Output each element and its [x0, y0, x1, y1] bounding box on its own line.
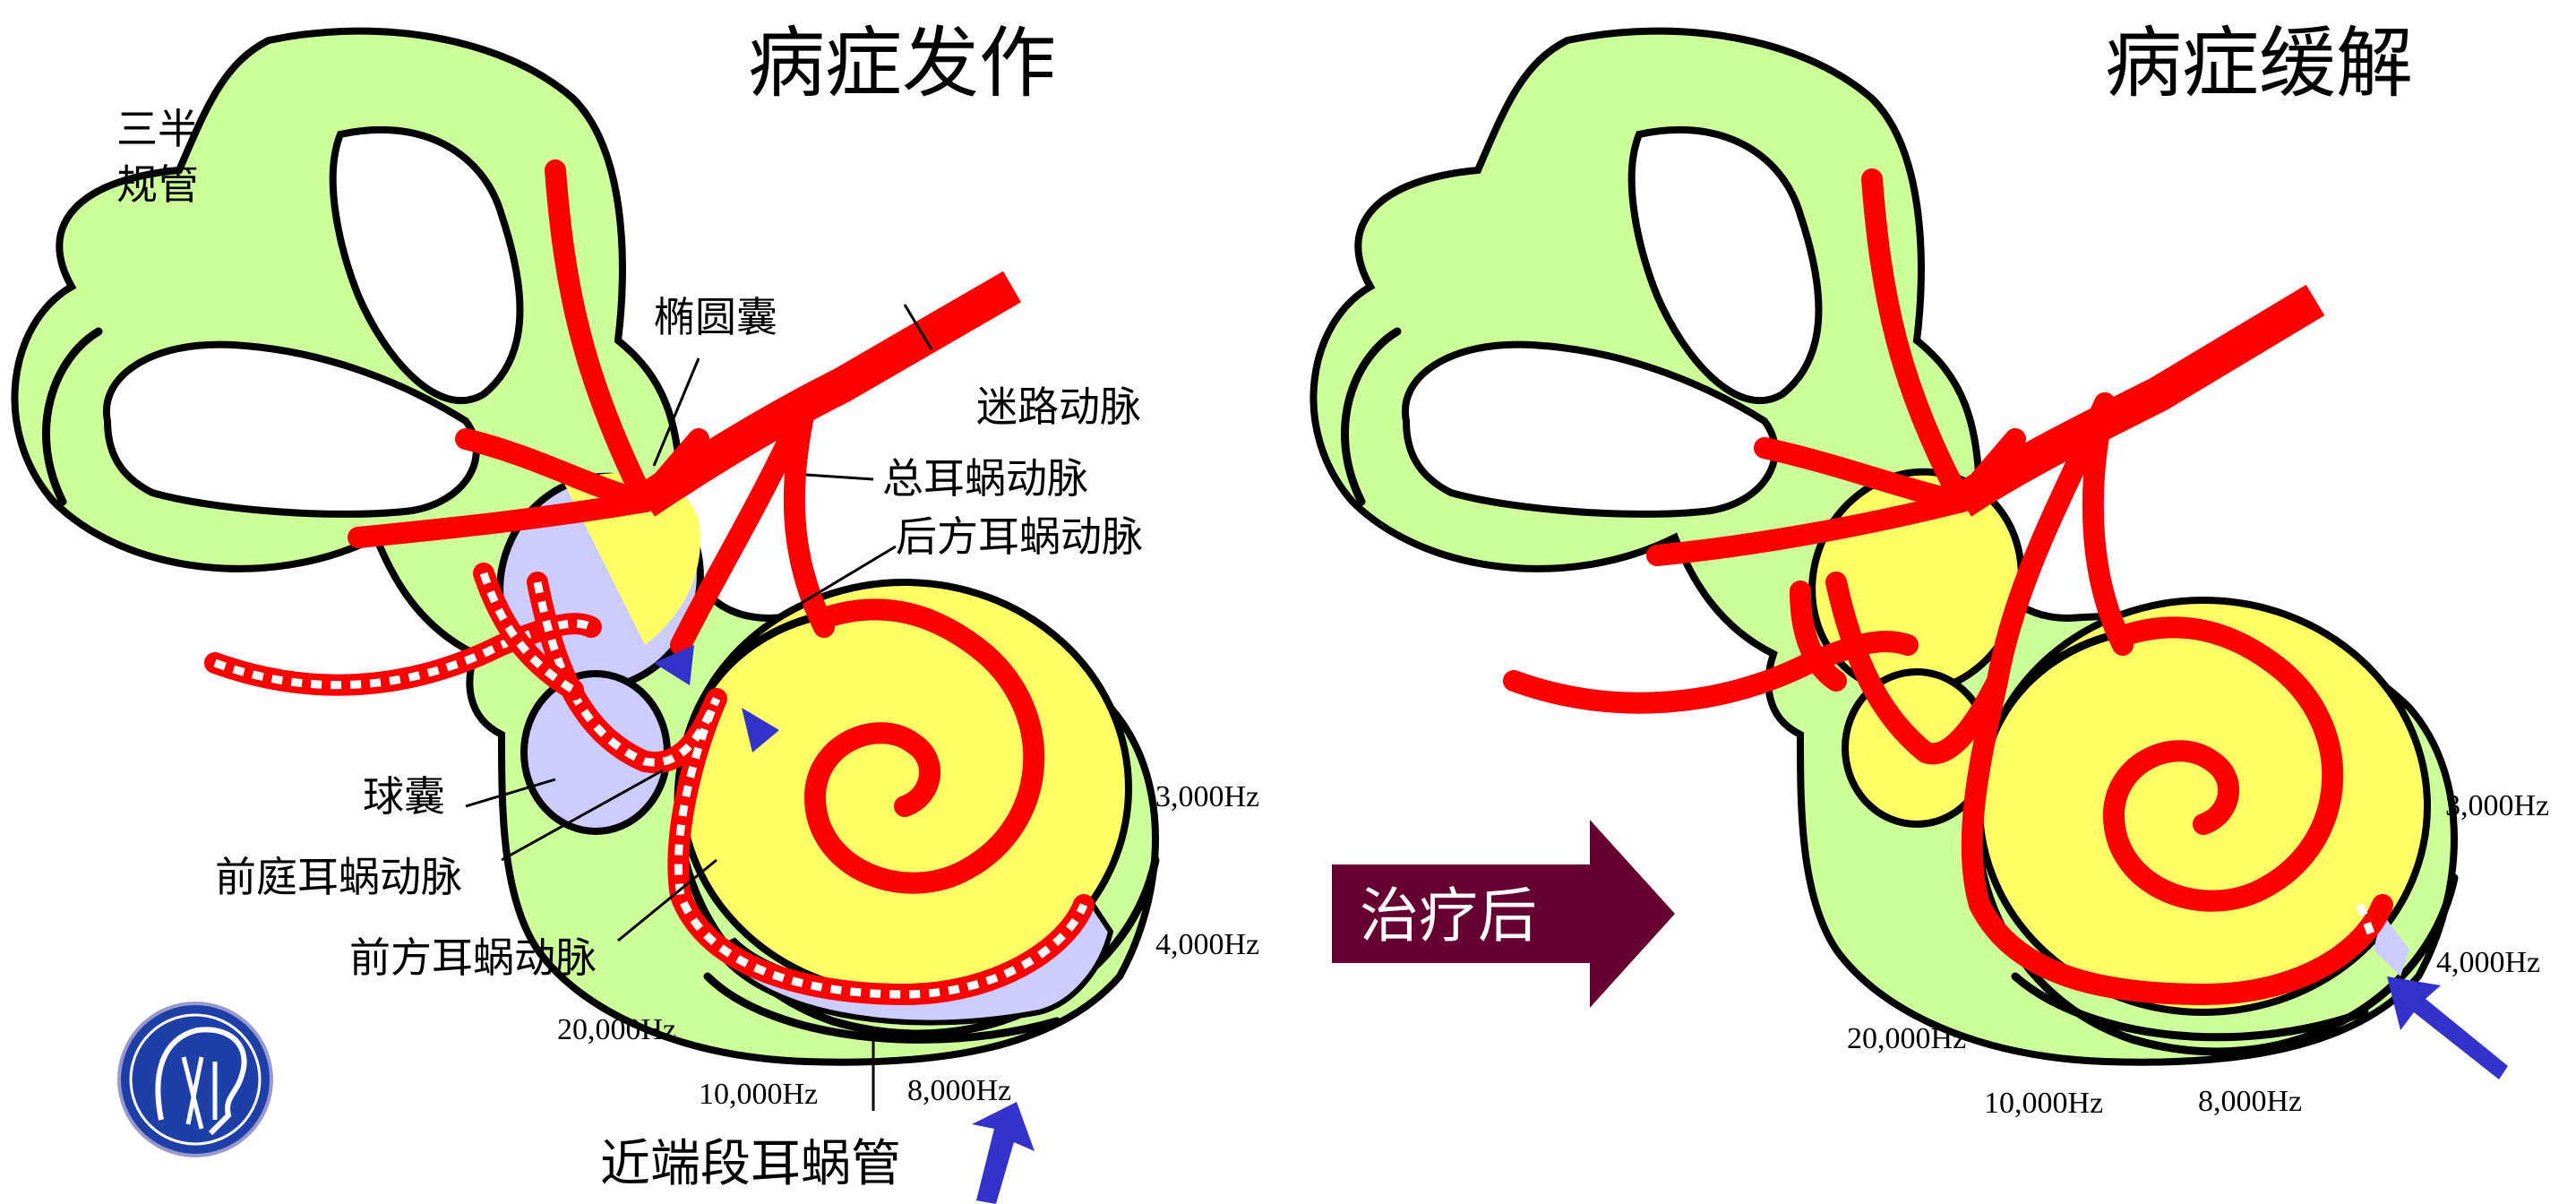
- left-freq-20000: 20,000Hz: [557, 1013, 676, 1046]
- label-semicircular-canal-line2: 规管: [116, 160, 199, 209]
- cochlear-spiral-artery: [804, 598, 1045, 894]
- right-freq-3000: 3,000Hz: [2445, 789, 2549, 822]
- left-arteries: [204, 159, 1095, 1005]
- label-common-cochlear-artery: 总耳蜗动脉: [882, 454, 1088, 503]
- right-arteries: [1503, 168, 2393, 1005]
- right-panel-title: 病症缓解: [2105, 19, 2413, 108]
- label-posterior-cochlear-artery: 后方耳蜗动脉: [896, 512, 1143, 561]
- left-freq-10000: 10,000Hz: [699, 1078, 818, 1111]
- left-panel-title: 病症发作: [748, 19, 1056, 108]
- left-freq-4000: 4,000Hz: [1155, 928, 1259, 961]
- blockage-triangle-icon: [654, 645, 694, 685]
- treatment-transition-label: 治疗后: [1360, 882, 1537, 950]
- left-panel: 病症发作: [14, 19, 1259, 1204]
- blockage-triangle-icon: [742, 708, 779, 752]
- label-utricle: 椭圆囊: [654, 293, 777, 341]
- head-profile-logo-icon: [117, 1002, 273, 1157]
- right-pointer-arrow-icon: [2387, 976, 2508, 1079]
- right-freq-10000: 10,000Hz: [1984, 1087, 2103, 1120]
- right-panel: 病症缓解 3,000Hz 4: [1313, 19, 2549, 1120]
- left-freq-8000: 8,000Hz: [907, 1074, 1011, 1107]
- right-freq-4000: 4,000Hz: [2436, 946, 2540, 979]
- treatment-transition-arrow: 治疗后: [1332, 820, 1675, 1008]
- left-pointer-arrow-icon: [972, 1102, 1035, 1204]
- left-blockage-markers: [654, 645, 779, 752]
- left-leader-lines: [465, 304, 933, 1111]
- label-anterior-cochlear-artery: 前方耳蜗动脉: [349, 933, 597, 982]
- label-proximal-cochlea: 近端段耳蜗管: [600, 1135, 901, 1193]
- label-vestibulocochlear-artery: 前庭耳蜗动脉: [215, 853, 462, 901]
- left-freq-3000: 3,000Hz: [1155, 780, 1259, 813]
- label-saccule: 球囊: [363, 772, 445, 821]
- right-freq-8000: 8,000Hz: [2198, 1085, 2302, 1118]
- label-semicircular-canal-line1: 三半: [116, 105, 199, 153]
- label-labyrinthine-artery: 迷路动脉: [976, 383, 1141, 431]
- right-freq-20000: 20,000Hz: [1847, 1022, 1966, 1055]
